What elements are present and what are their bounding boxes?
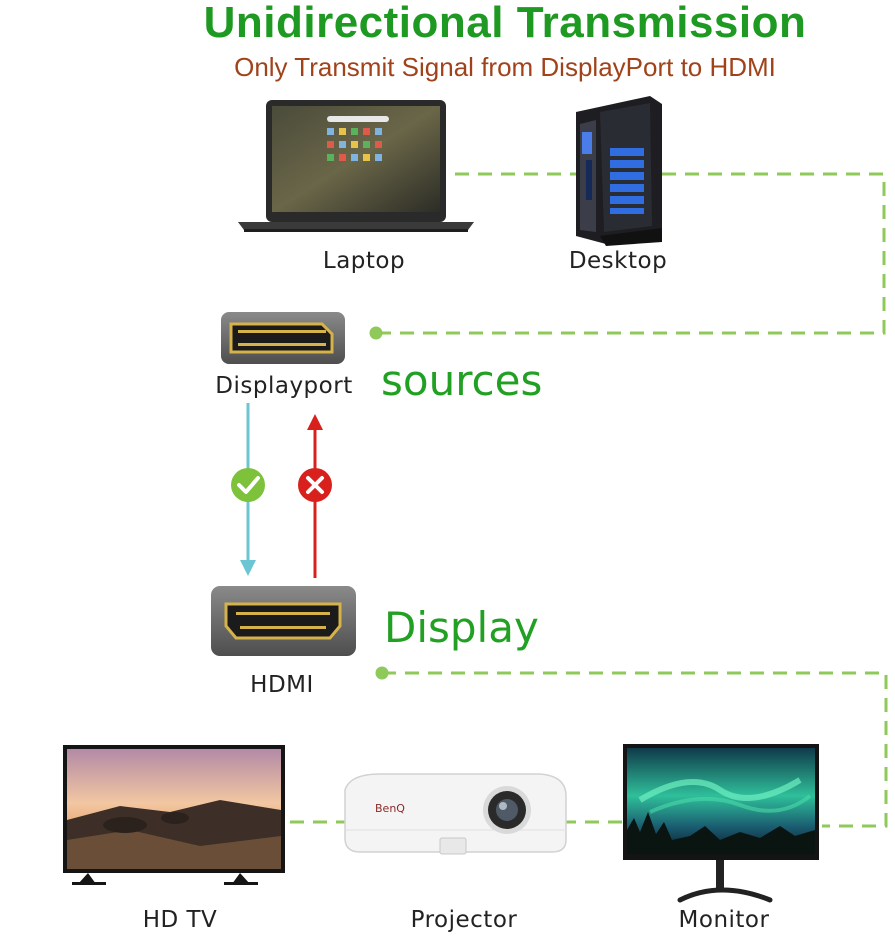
display-section-label: Display [384, 603, 539, 652]
desktop-tower-icon [576, 96, 662, 246]
projector-label: Projector [410, 907, 518, 933]
tv-icon [63, 745, 285, 885]
source-connection-dot [369, 326, 383, 340]
blocked-signal-arrow [307, 414, 323, 578]
hdmi-label: HDMI [250, 672, 314, 698]
monitor-label: Monitor [678, 907, 770, 933]
svg-text:BenQ: BenQ [375, 802, 405, 815]
diagram-subtitle: Only Transmit Signal from DisplayPort to… [234, 52, 776, 82]
hdmi-connector-icon [211, 586, 356, 656]
projector-icon: BenQ [344, 773, 567, 855]
cross-icon [298, 468, 332, 502]
displayport-connector-icon [221, 312, 345, 364]
displayport-label: Displayport [215, 373, 353, 399]
monitor-icon [623, 744, 819, 903]
desktop-label: Desktop [568, 248, 668, 274]
display-connection-dot [375, 666, 389, 680]
laptop-label: Laptop [322, 248, 406, 274]
hdtv-label: HD TV [142, 907, 218, 933]
sources-section-label: sources [381, 356, 543, 405]
source-connection-lines [290, 172, 888, 828]
check-icon [231, 468, 265, 502]
diagram-title: Unidirectional Transmission [203, 0, 807, 47]
laptop-icon [238, 100, 474, 232]
